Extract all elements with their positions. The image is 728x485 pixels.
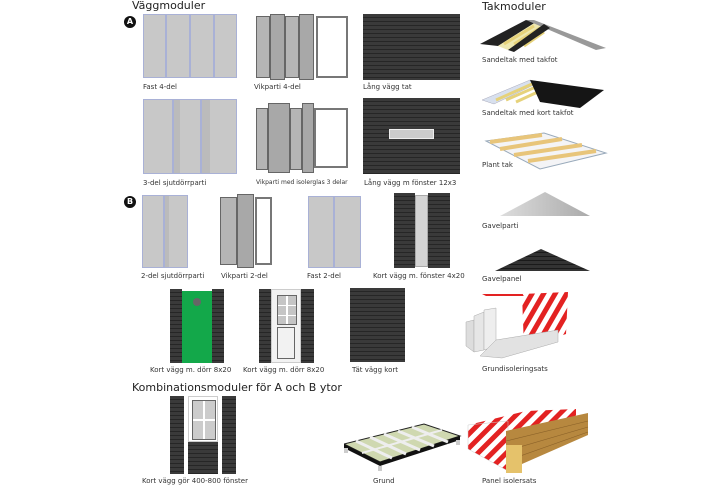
item-label: Fast 2-del [307, 272, 341, 280]
kort-vagg-dorr-white-image[interactable] [259, 289, 314, 363]
window-icon [192, 400, 216, 440]
item-label: Sandeltak med takfot [482, 56, 558, 64]
vikparti-3-delar-image[interactable] [256, 100, 348, 175]
item-label: Sandeltak med kort takfot [482, 109, 574, 117]
porthole-window-icon [193, 298, 201, 306]
kort-vagg-fonster-combo-image[interactable] [170, 396, 236, 474]
fast-4-del-image[interactable] [143, 14, 237, 78]
item-label: Plant tak [482, 161, 513, 169]
kort-vagg-fonster-image[interactable] [394, 193, 450, 268]
item-label: Panel isolersats [482, 477, 537, 485]
gavelparti-image[interactable] [500, 192, 590, 216]
3-del-sjutdorrparti-image[interactable] [143, 99, 237, 174]
item-label: Fast 4-del [143, 83, 177, 91]
item-label: Vikparti 4-del [254, 83, 301, 91]
section-a-badge: A [124, 16, 136, 28]
kort-vagg-dorr-green-image[interactable] [170, 289, 224, 363]
lang-vagg-tat-image[interactable] [363, 14, 460, 80]
item-label: Kort vägg m. dörr 8x20 [150, 366, 232, 374]
sadeltak-takfot-image[interactable] [478, 18, 608, 52]
panel-isolersats-image[interactable] [466, 405, 591, 477]
grundisoleringsats-image[interactable] [462, 290, 574, 364]
item-label: 3-del sjutdörrparti [143, 179, 207, 187]
white-door [271, 289, 301, 363]
roof-modules-title: Takmoduler [482, 0, 546, 13]
section-b-badge: B [124, 196, 136, 208]
item-label: Lång vägg tat [363, 83, 412, 91]
item-label: Grund [373, 477, 395, 485]
2-del-sjutdorrparti-image[interactable] [142, 195, 188, 268]
item-label: Kort vägg m. fönster 4x20 [373, 272, 465, 280]
window-icon [389, 129, 434, 139]
item-label: Gavelpanel [482, 275, 522, 283]
grund-image[interactable] [344, 418, 462, 474]
item-label: Lång vägg m fönster 12x3 [364, 179, 457, 187]
item-label: Gavelparti [482, 222, 519, 230]
vikparti-4-del-image[interactable] [256, 14, 348, 80]
gavelpanel-image[interactable] [495, 249, 590, 271]
fast-2-del-image[interactable] [308, 196, 361, 268]
combination-modules-title: Kombinationsmoduler för A och B ytor [132, 381, 342, 394]
item-label: Kort vägg m. dörr 8x20 [243, 366, 325, 374]
tat-vagg-kort-image[interactable] [350, 288, 405, 362]
item-label: Vikparti 2-del [221, 272, 268, 280]
plant-tak-image[interactable] [484, 131, 608, 171]
item-label: Tät vägg kort [352, 366, 398, 374]
item-label: Kort vägg gör 400-800 fönster [142, 477, 248, 485]
item-label: Grundisoleringsats [482, 365, 548, 373]
sadeltak-kort-takfot-image[interactable] [480, 78, 606, 110]
lang-vagg-fonster-image[interactable] [363, 98, 460, 174]
item-label: Vikparti med isolerglas 3 delar [256, 179, 348, 186]
item-label: 2-del sjutdörrparti [141, 272, 205, 280]
green-door [182, 291, 212, 363]
vikparti-2-del-image[interactable] [220, 194, 272, 268]
wall-modules-title: Väggmoduler [132, 0, 206, 12]
